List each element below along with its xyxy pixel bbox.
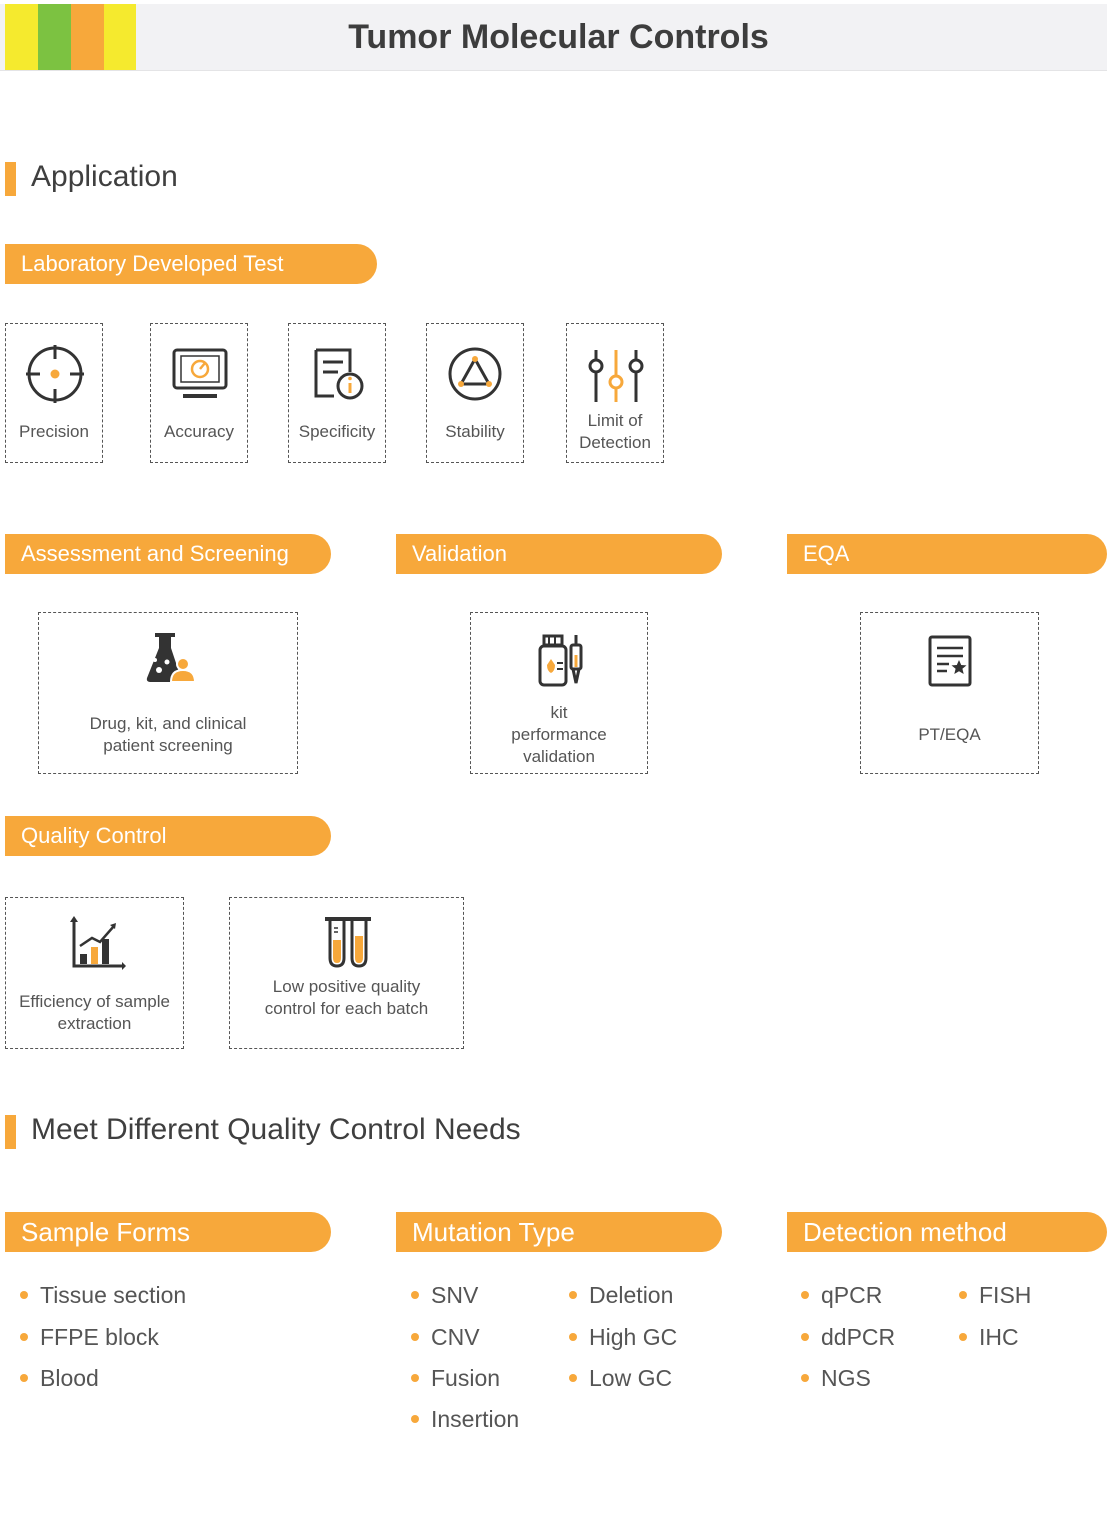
card-sample-extraction-efficiency: Efficiency of sample extraction <box>5 897 184 1049</box>
bullet-dot <box>20 1332 28 1341</box>
stripe-yellow-1 <box>5 4 38 70</box>
card-label-line1: Low positive quality <box>272 977 421 996</box>
card-label-line2: patient screening <box>103 736 233 755</box>
list-item: Blood <box>20 1365 99 1392</box>
page-title: Tumor Molecular Controls <box>348 18 769 56</box>
list-item: NGS <box>801 1365 871 1392</box>
list-item: ddPCR <box>801 1324 895 1351</box>
bullet-dot <box>569 1332 577 1341</box>
monitor-gauge-icon <box>172 348 228 398</box>
bullet-dot <box>959 1290 967 1299</box>
sliders-icon <box>588 350 644 402</box>
card-pt-eqa: PT/EQA <box>860 612 1039 774</box>
list-item: IHC <box>959 1324 1019 1351</box>
section-marker <box>5 1115 16 1149</box>
card-label-line2: Detection <box>579 433 651 452</box>
card-label-line1: Limit of <box>587 411 643 430</box>
bullet-dot <box>20 1290 28 1299</box>
list-item: FISH <box>959 1282 1031 1309</box>
bullet-dot <box>411 1373 419 1382</box>
list-item: CNV <box>411 1324 480 1351</box>
card-label-line1: Efficiency of sample <box>19 992 170 1011</box>
section-marker <box>5 162 16 196</box>
card-low-positive-qc: Low positive quality control for each ba… <box>229 897 464 1049</box>
card-stability: Stability <box>426 323 524 463</box>
section-title-application: Application <box>31 160 178 193</box>
card-label: Specificity <box>298 422 376 441</box>
card-label-line2: extraction <box>57 1014 132 1033</box>
stripe-yellow-2 <box>104 4 136 70</box>
list-item: FFPE block <box>20 1324 159 1351</box>
card-label: Precision <box>19 422 89 441</box>
list-item: Insertion <box>411 1406 519 1433</box>
stripe-orange <box>71 4 104 70</box>
bar-chart-growth-icon <box>70 916 126 970</box>
card-limit-of-detection: Limit of Detection <box>566 323 664 463</box>
pill-laboratory-developed-test: Laboratory Developed Test <box>5 244 377 284</box>
bullet-dot <box>801 1290 809 1299</box>
pill-assessment-and-screening: Assessment and Screening <box>5 534 331 574</box>
pill-validation: Validation <box>396 534 722 574</box>
bullet-dot <box>20 1373 28 1382</box>
header-bar: Tumor Molecular Controls <box>0 4 1107 71</box>
triangle-circle-icon <box>448 347 502 401</box>
bullet-dot <box>569 1290 577 1299</box>
bottle-dropper-icon <box>538 634 583 687</box>
card-label-line2: control for each batch <box>264 999 429 1018</box>
bullet-dot <box>411 1290 419 1299</box>
bullet-dot <box>411 1414 419 1423</box>
bullet-dot <box>801 1332 809 1341</box>
pill-eqa: EQA <box>787 534 1107 574</box>
list-item: Deletion <box>569 1282 673 1309</box>
card-specificity: Specificity <box>288 323 386 463</box>
list-item: qPCR <box>801 1282 882 1309</box>
card-label-line1: Drug, kit, and clinical <box>89 714 247 733</box>
card-precision: Precision <box>5 323 103 463</box>
card-drug-kit-screening: Drug, kit, and clinical patient screenin… <box>38 612 298 774</box>
document-star-icon <box>928 635 972 687</box>
bullet-dot <box>569 1373 577 1382</box>
document-info-icon <box>314 348 364 400</box>
list-item: SNV <box>411 1282 478 1309</box>
test-tubes-icon <box>325 917 371 968</box>
pill-mutation-type: Mutation Type <box>396 1212 722 1252</box>
list-item: Fusion <box>411 1365 500 1392</box>
card-kit-performance-validation: kit performance validation <box>470 612 648 774</box>
list-item: Low GC <box>569 1365 672 1392</box>
card-label: Accuracy <box>164 422 234 441</box>
card-label-line2: performance <box>511 725 607 744</box>
crosshair-icon <box>26 345 84 403</box>
bullet-dot <box>959 1332 967 1341</box>
card-label: Stability <box>445 422 505 441</box>
list-item: High GC <box>569 1324 677 1351</box>
bullet-dot <box>411 1332 419 1341</box>
section-title-needs: Meet Different Quality Control Needs <box>31 1113 521 1146</box>
flask-person-icon <box>146 633 197 683</box>
card-label: PT/EQA <box>918 725 981 744</box>
stripe-green <box>38 4 71 70</box>
pill-quality-control: Quality Control <box>5 816 331 856</box>
bullet-dot <box>801 1373 809 1382</box>
pill-detection-method: Detection method <box>787 1212 1107 1252</box>
card-label-line3: validation <box>523 747 595 766</box>
pill-sample-forms: Sample Forms <box>5 1212 331 1252</box>
card-accuracy: Accuracy <box>150 323 248 463</box>
list-item: Tissue section <box>20 1282 186 1309</box>
card-label-line1: kit <box>550 703 568 722</box>
